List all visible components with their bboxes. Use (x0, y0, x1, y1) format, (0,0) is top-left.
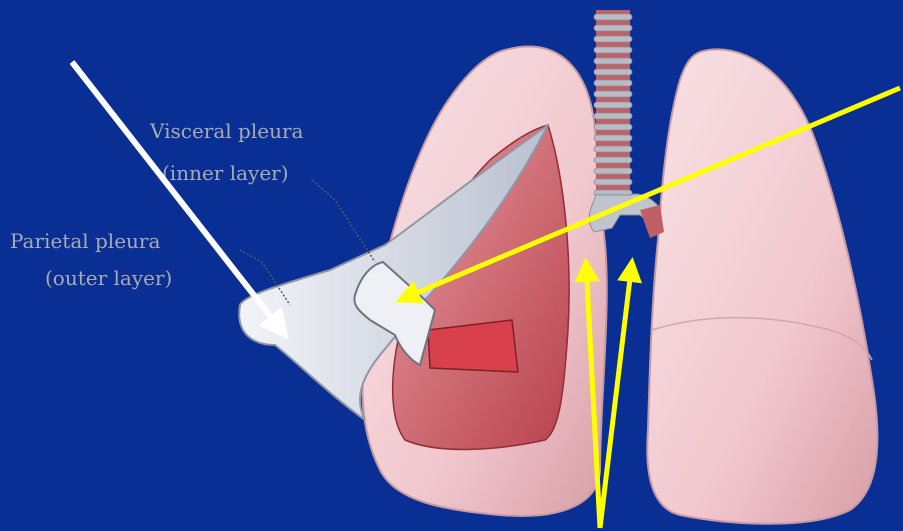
right-lung (647, 49, 877, 523)
visceral-pleura-label: Visceral pleura (inner layer) (149, 119, 304, 185)
visceral-leader-line (312, 180, 375, 262)
trachea-ring (594, 25, 632, 31)
trachea-ring (594, 135, 632, 141)
trachea-ring (594, 14, 632, 20)
trachea-ring (594, 146, 632, 152)
parietal-pleura-label-line2: (outer layer) (45, 266, 172, 290)
trachea-ring (594, 113, 632, 119)
trachea-ring (594, 36, 632, 42)
parietal-pleura-label: Parietal pleura (outer layer) (10, 229, 172, 290)
trachea-ring (594, 157, 632, 163)
trachea-ring (594, 80, 632, 86)
parietal-pleura-label-line1: Parietal pleura (10, 229, 160, 253)
trachea-ring (594, 168, 632, 174)
trachea-ring (594, 124, 632, 130)
visceral-pleura-label-line2: (inner layer) (162, 161, 289, 185)
trachea-ring (594, 102, 632, 108)
trachea-ring (594, 179, 632, 185)
white-arrow (72, 62, 285, 335)
visceral-pleura-label-line1: Visceral pleura (149, 119, 304, 143)
trachea-ring (594, 91, 632, 97)
interior-window (428, 320, 518, 372)
trachea-ring (594, 69, 632, 75)
trachea-ring (594, 58, 632, 64)
trachea-ring (594, 47, 632, 53)
